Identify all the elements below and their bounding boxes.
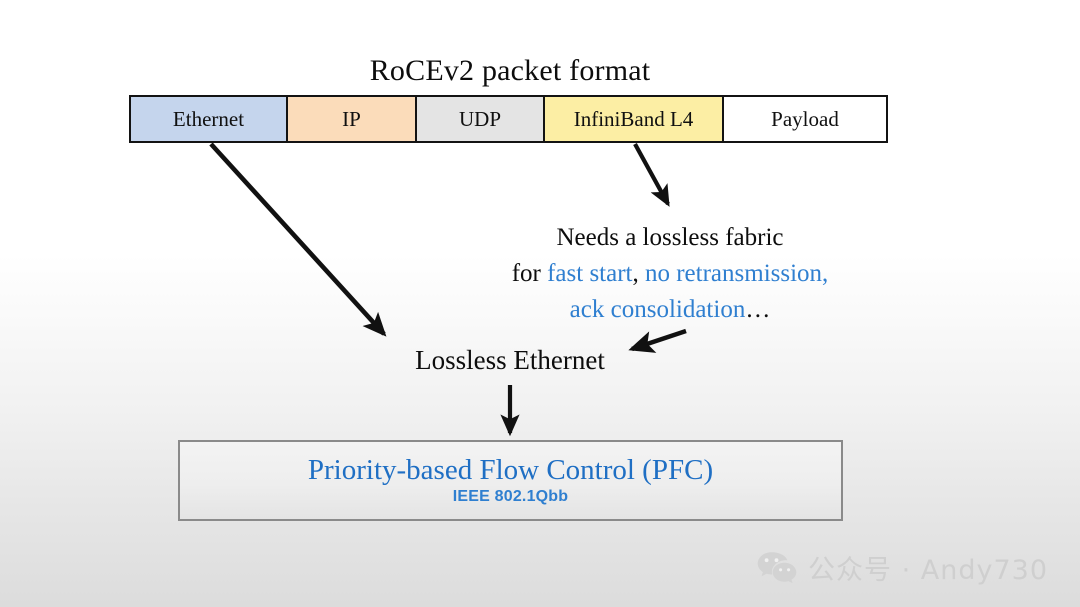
note-line-3-suffix: …: [745, 296, 771, 323]
pfc-standard-label: IEEE 802.1Qbb: [452, 488, 569, 506]
pfc-title: Priority-based Flow Control (PFC): [307, 453, 714, 486]
note-highlight-fast-start: fast start: [547, 260, 633, 287]
wechat-icon: [757, 551, 797, 583]
note-line-2-separator: ,: [632, 260, 645, 287]
packet-field-ip: IP: [288, 97, 417, 141]
note-highlight-no-retransmission: no retransmission,: [644, 260, 829, 287]
note-line-1: Needs a lossless fabric: [556, 224, 784, 251]
packet-field-udp: UDP: [417, 97, 545, 141]
lossless-fabric-note: Needs a lossless fabric for fast start, …: [420, 220, 920, 328]
note-line-2: for fast start, no retransmission,: [420, 256, 920, 292]
note-highlight-ack-consolidation: ack consolidation: [569, 296, 746, 323]
packet-field-infiniband-l4: InfiniBand L4: [545, 97, 724, 141]
packet-field-ethernet: Ethernet: [131, 97, 288, 141]
note-line-3: ack consolidation…: [420, 292, 920, 328]
arrow-ethernet-to-lossless: [209, 142, 387, 337]
note-line-2-prefix: for: [511, 260, 548, 287]
packet-field-payload: Payload: [724, 97, 886, 141]
watermark-text: 公众号 · Andy730: [808, 555, 1048, 586]
pfc-box: Priority-based Flow Control (PFC) IEEE 8…: [178, 440, 843, 521]
arrow-infiniband-to-note: [633, 142, 670, 207]
page-title: RoCEv2 packet format: [369, 54, 651, 87]
watermark: 公众号 · Andy730: [757, 548, 1048, 587]
lossless-ethernet-label: Lossless Ethernet: [415, 345, 605, 375]
